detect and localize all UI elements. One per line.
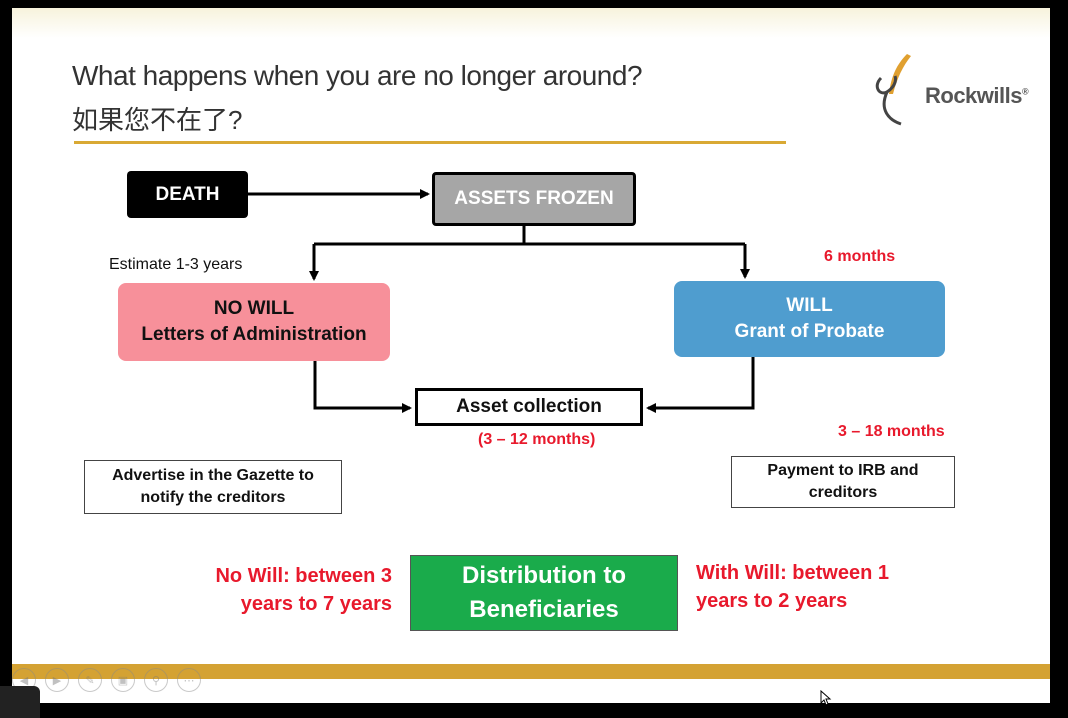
six-months-label: 6 months [824,248,896,265]
rockwills-logo: Rockwills® [867,48,1037,128]
distribution-box: Distribution to Beneficiaries [410,555,678,631]
more-icon[interactable]: ⋯ [177,668,201,692]
gazette-box: Advertise in the Gazette to notify the c… [84,460,342,514]
no-will-title: NO WILL [213,298,295,319]
slide-title-chinese: 如果您不在了? [72,105,243,135]
gazette-line-2: notify the creditors [140,489,286,506]
no-will-duration-line-2: years to 7 years [240,593,392,615]
no-will-box: NO WILL Letters of Administration [118,283,390,361]
presentation-slide: What happens when you are no longer arou… [12,8,1050,703]
no-will-subtitle: Letters of Administration [141,324,367,345]
payment-time-label: 3 – 18 months [838,423,945,440]
will-duration-line-2: years to 2 years [696,590,848,612]
pen-icon[interactable]: ✎ [78,668,102,692]
mouse-cursor-icon [820,690,832,706]
slides-icon[interactable]: ▣ [111,668,135,692]
assets-frozen-box: ASSETS FROZEN [432,172,636,226]
will-duration: With Will: between 1 years to 2 years [696,559,916,615]
presentation-toolbar: ◀ ▶ ✎ ▣ ⚲ ⋯ [12,668,201,692]
play-icon[interactable]: ▶ [45,668,69,692]
will-subtitle: Grant of Probate [734,321,885,342]
corner-overlay [0,686,40,718]
no-will-duration: No Will: between 3 years to 7 years [180,562,392,618]
irb-line-1: Payment to IRB and [767,462,919,479]
slide-title: What happens when you are no longer arou… [72,60,643,91]
title-divider [74,141,786,144]
zoom-icon[interactable]: ⚲ [144,668,168,692]
will-box: WILL Grant of Probate [674,281,945,357]
irb-line-2: creditors [808,484,878,501]
distribution-line-2: Beneficiaries [469,596,619,623]
will-title: WILL [786,295,833,316]
collection-time-label: (3 – 12 months) [478,431,596,448]
asset-collection-box: Asset collection [415,388,643,426]
arrow-will-to-collection [646,357,755,413]
bottom-band [12,664,1050,679]
estimate-label: Estimate 1-3 years [109,256,243,273]
arrow-no-will-to-collection [313,361,412,413]
no-will-duration-line-1: No Will: between 3 [215,565,392,587]
gazette-line-1: Advertise in the Gazette to [112,467,314,484]
quill-icon [875,54,911,126]
death-box: DEATH [127,171,248,218]
distribution-line-1: Distribution to [462,562,626,589]
top-band [12,8,1050,38]
irb-payment-box: Payment to IRB and creditors [731,456,955,508]
flow-connectors [248,189,755,413]
logo-text: Rockwills® [925,83,1029,108]
will-duration-line-1: With Will: between 1 [696,562,889,584]
